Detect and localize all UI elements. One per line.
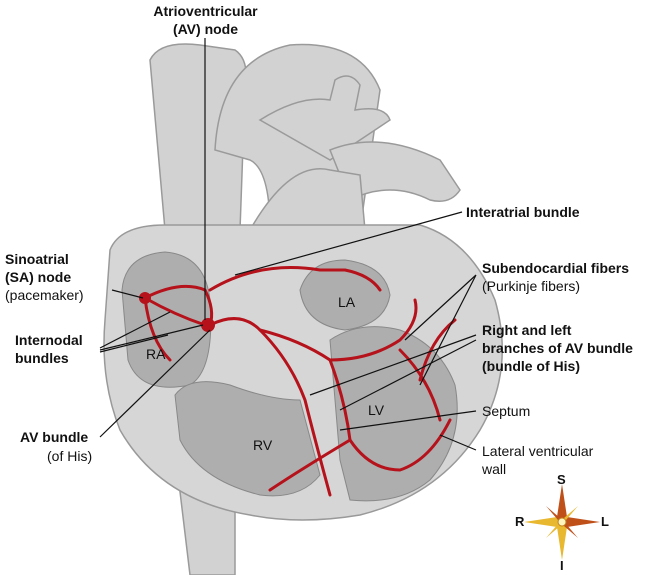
av-bundle-label: AV bundle <box>20 429 89 445</box>
branches-line2: branches of AV bundle <box>482 340 633 356</box>
av-node-label: Atrioventricular (AV) node <box>148 2 263 38</box>
bundle-branches-label: Right and left branches of AV bundle (bu… <box>482 321 633 375</box>
sa-node-label-line2: (SA) node <box>5 269 72 285</box>
left-ventricle <box>329 326 458 502</box>
compass-r: R <box>515 514 525 529</box>
interatrial-bundle-label: Interatrial bundle <box>466 204 580 220</box>
sa-node-label-line1: Sinoatrial <box>5 251 69 267</box>
internodal-label-line1: Internodal <box>15 332 83 348</box>
compass-i: I <box>560 558 564 573</box>
branches-line3: (bundle of His) <box>482 358 580 374</box>
lateral-wall-line2: wall <box>482 461 507 477</box>
right-atrium <box>121 251 212 388</box>
of-his-label: (of His) <box>47 448 93 464</box>
sa-node <box>139 292 151 304</box>
sa-node-label: Sinoatrial (SA) node <box>5 250 71 286</box>
chamber-ra: RA <box>146 346 166 362</box>
purkinje-label: (Purkinje fibers) <box>482 278 581 294</box>
compass-rose-icon <box>524 484 600 560</box>
right-ventricle <box>174 381 321 497</box>
chamber-rv: RV <box>253 437 273 453</box>
leader-lines <box>99 38 477 451</box>
compass-s: S <box>557 472 566 487</box>
chamber-la: LA <box>338 294 356 310</box>
internodal-bundles-label: Internodal bundles <box>15 331 83 367</box>
branches-line1: Right and left <box>482 322 572 338</box>
av-node-label-line1: Atrioventricular <box>153 3 258 19</box>
pacemaker-label: (pacemaker) <box>5 287 84 303</box>
septum-label: Septum <box>482 403 531 419</box>
compass-l: L <box>601 514 609 529</box>
av-node-label-line2: (AV) node <box>172 21 239 37</box>
subendocardial-label: Subendocardial fibers <box>482 260 630 276</box>
lateral-wall-line1: Lateral ventricular <box>482 443 594 459</box>
lateral-wall-label: Lateral ventricular wall <box>482 442 593 478</box>
av-node <box>201 318 215 332</box>
chamber-lv: LV <box>368 402 385 418</box>
internodal-label-line2: bundles <box>15 350 69 366</box>
